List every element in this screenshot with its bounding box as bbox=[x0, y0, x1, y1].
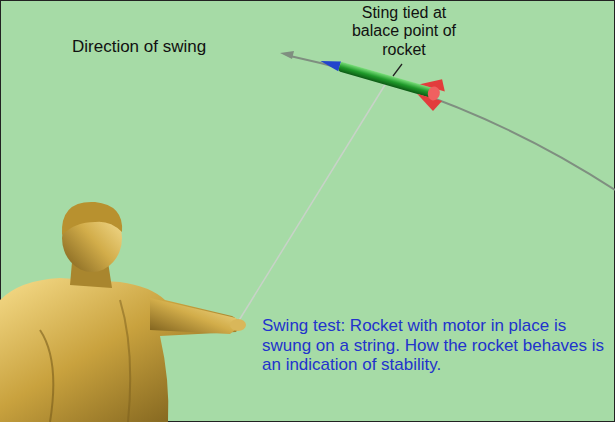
note-text: Swing test: Rocket with motor in place i… bbox=[262, 316, 607, 375]
leader-line bbox=[393, 64, 402, 76]
string bbox=[238, 80, 388, 322]
rocket bbox=[316, 46, 448, 113]
swing-path bbox=[290, 56, 615, 190]
arrowhead bbox=[280, 51, 294, 59]
person-figure bbox=[0, 202, 246, 422]
direction-label: Direction of swing bbox=[72, 37, 272, 57]
callout-label: Sting tied at balace point of rocket bbox=[350, 4, 458, 59]
